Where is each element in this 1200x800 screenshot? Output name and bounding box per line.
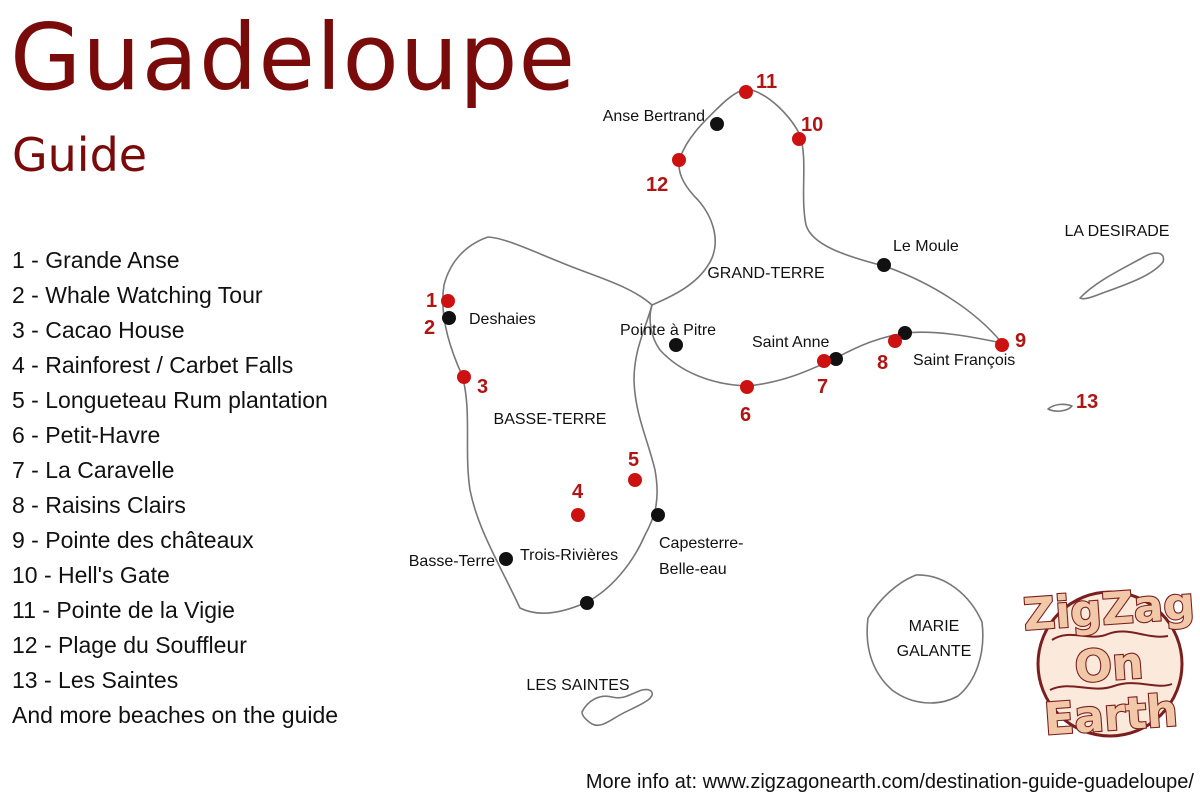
place-label-le-moule: Le Moule bbox=[893, 238, 959, 255]
place-label-trois-rivieres: Trois-Rivières bbox=[520, 547, 618, 564]
attraction-marker bbox=[672, 153, 686, 167]
town-marker-capesterre bbox=[651, 508, 665, 522]
legend-item: 7 - La Caravelle bbox=[12, 457, 175, 483]
legend-item: 5 - Longueteau Rum plantation bbox=[12, 387, 328, 413]
logo-text-zigzag: ZigZag bbox=[1022, 578, 1197, 641]
page-title: Guadeloupe bbox=[10, 4, 577, 111]
region-label-marie-galante-2: GALANTE bbox=[897, 643, 972, 660]
attraction-number: 2 bbox=[424, 317, 435, 339]
place-label-capesterre-2: Belle-eau bbox=[659, 561, 727, 578]
legend-item: 2 - Whale Watching Tour bbox=[12, 282, 263, 308]
region-label-basse-terre: BASSE-TERRE bbox=[494, 411, 607, 428]
legend-item: 13 - Les Saintes bbox=[12, 667, 179, 693]
islet-13-coast bbox=[1047, 403, 1073, 412]
attraction-number: 12 bbox=[646, 174, 668, 196]
legend-item: 8 - Raisins Clairs bbox=[12, 492, 186, 518]
attraction-number: 4 bbox=[572, 481, 584, 503]
attraction-marker bbox=[441, 294, 455, 308]
attraction-number: 13 bbox=[1076, 391, 1098, 413]
grand-terre-coast bbox=[649, 88, 1003, 387]
legend-item: And more beaches on the guide bbox=[12, 702, 339, 728]
place-label-basse-terre: Basse-Terre bbox=[409, 553, 495, 570]
zigzag-on-earth-logo: ZigZag On Earth bbox=[1021, 577, 1198, 747]
town-marker-pointe-a-pitre bbox=[669, 338, 683, 352]
attraction-legend: 1 - Grande Anse 2 - Whale Watching Tour … bbox=[12, 243, 338, 733]
attraction-number: 5 bbox=[628, 449, 639, 471]
legend-item: 3 - Cacao House bbox=[12, 317, 185, 343]
attraction-number: 3 bbox=[477, 376, 488, 398]
marie-galante-coast bbox=[866, 574, 984, 704]
place-label-pointe-a-pitre: Pointe à Pitre bbox=[620, 322, 716, 339]
place-label-saint-anne: Saint Anne bbox=[752, 334, 830, 351]
town-marker-saint-anne bbox=[829, 352, 843, 366]
town-marker-anse-bertrand bbox=[710, 117, 724, 131]
place-label-saint-francois: Saint François bbox=[913, 352, 1015, 369]
logo-text-on: On bbox=[1073, 638, 1145, 694]
attraction-marker bbox=[888, 334, 902, 348]
legend-item: 10 - Hell's Gate bbox=[12, 562, 170, 588]
logo-text-earth: Earth bbox=[1042, 685, 1179, 745]
attraction-marker bbox=[457, 370, 471, 384]
region-label-grand-terre: GRAND-TERRE bbox=[707, 265, 824, 282]
town-marker-le-moule bbox=[877, 258, 891, 272]
attraction-number: 7 bbox=[817, 376, 828, 398]
attraction-marker bbox=[571, 508, 585, 522]
place-label-capesterre: Capesterre- bbox=[659, 535, 743, 552]
attraction-number: 1 bbox=[426, 290, 437, 312]
region-label-la-desirade: LA DESIRADE bbox=[1065, 223, 1170, 240]
place-label-deshaies: Deshaies bbox=[469, 311, 536, 328]
town-marker-deshaies bbox=[442, 311, 456, 325]
attraction-number: 6 bbox=[740, 404, 751, 426]
attraction-marker bbox=[817, 354, 831, 368]
region-label-les-saintes: LES SAINTES bbox=[526, 677, 629, 694]
la-desirade-coast bbox=[1079, 252, 1165, 300]
town-marker-trois-rivieres bbox=[580, 596, 594, 610]
page-subtitle: Guide bbox=[12, 128, 148, 182]
attraction-marker bbox=[792, 132, 806, 146]
legend-item: 1 - Grande Anse bbox=[12, 247, 180, 273]
legend-item: 12 - Plage du Souffleur bbox=[12, 632, 247, 658]
attraction-marker bbox=[740, 380, 754, 394]
attraction-number: 8 bbox=[877, 352, 888, 374]
attraction-marker bbox=[628, 473, 642, 487]
les-saintes-coast bbox=[581, 688, 654, 727]
legend-item: 6 - Petit-Havre bbox=[12, 422, 161, 448]
region-label-marie-galante: MARIE bbox=[909, 618, 960, 635]
attraction-number: 10 bbox=[801, 114, 823, 136]
town-marker-saint-francois bbox=[898, 326, 912, 340]
attraction-marker bbox=[739, 85, 753, 99]
town-marker-basse-terre bbox=[499, 552, 513, 566]
basse-terre-coast bbox=[442, 236, 658, 614]
legend-item: 4 - Rainforest / Carbet Falls bbox=[12, 352, 294, 378]
footer-info-link[interactable]: More info at: www.zigzagonearth.com/dest… bbox=[585, 771, 1194, 793]
legend-item: 9 - Pointe des châteaux bbox=[12, 527, 254, 553]
place-label-anse-bertrand: Anse Bertrand bbox=[603, 108, 705, 125]
attraction-number: 9 bbox=[1015, 330, 1026, 352]
attraction-number: 11 bbox=[756, 71, 777, 93]
legend-item: 11 - Pointe de la Vigie bbox=[12, 597, 235, 623]
attraction-marker bbox=[995, 338, 1009, 352]
